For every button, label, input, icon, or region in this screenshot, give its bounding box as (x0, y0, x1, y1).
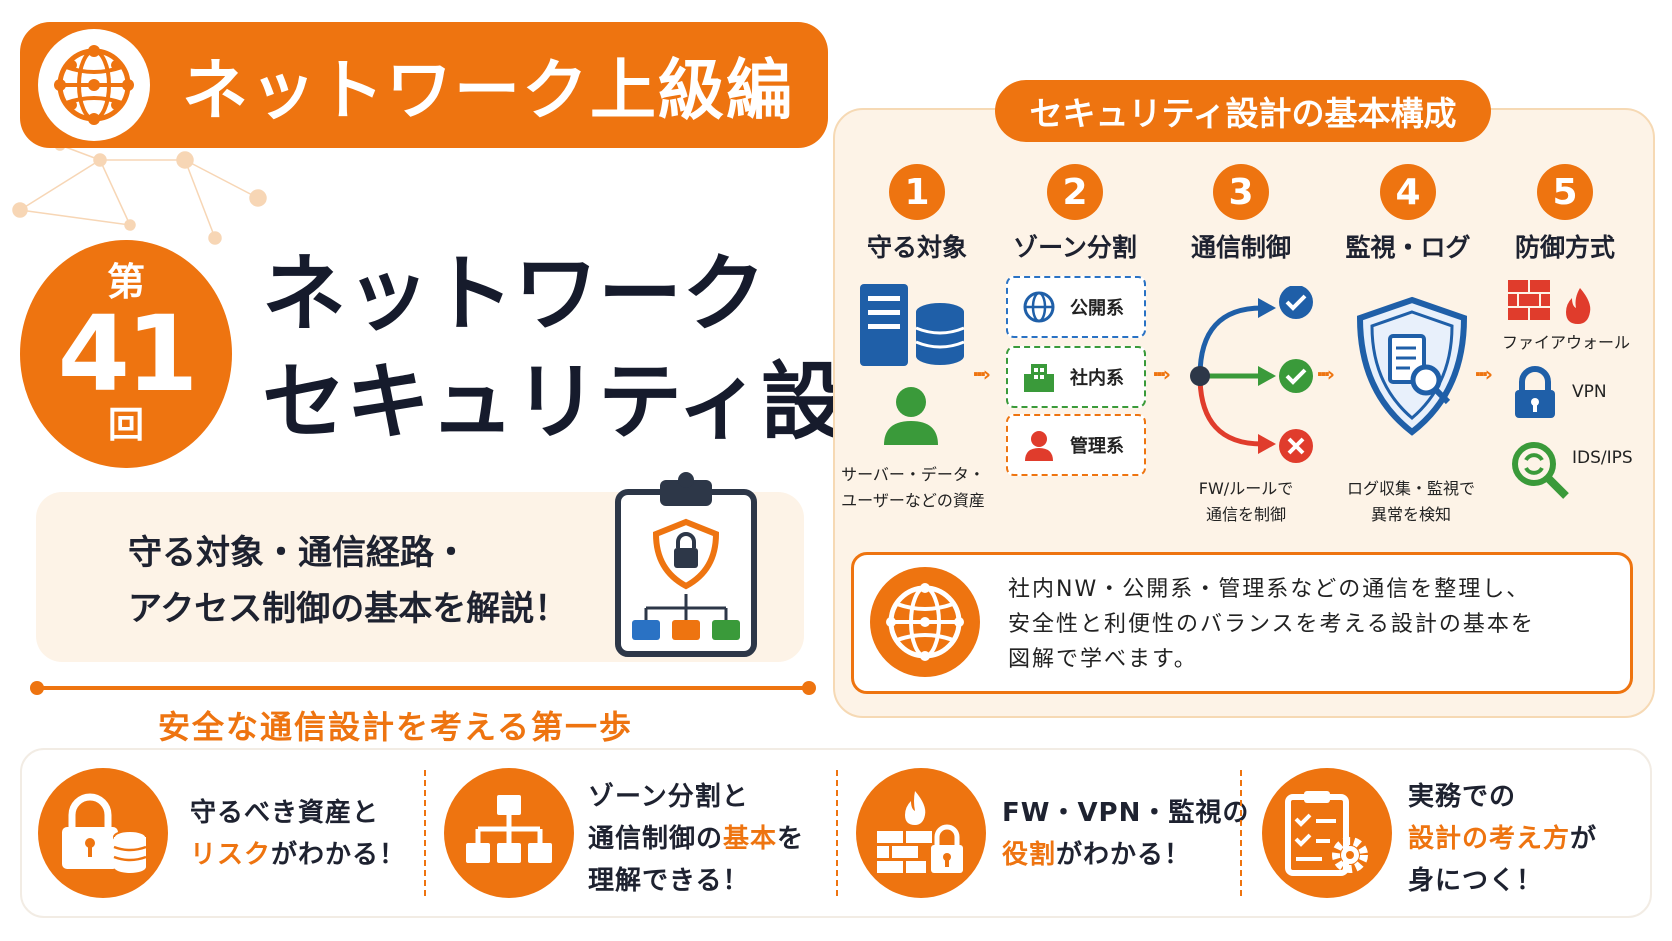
zone-internal-label: 社内系 (1070, 368, 1124, 389)
firewall-icon (1508, 280, 1591, 324)
control-caption: FW/ルールで 通信を制御 (1198, 479, 1294, 524)
episode-suffix: 回 (107, 405, 144, 446)
clipboard-shield-icon (615, 472, 757, 657)
divider-dot-right (802, 681, 816, 695)
flow-arrow-4: ···› (1474, 362, 1493, 386)
episode-prefix: 第 (106, 260, 145, 304)
zone-management: 管理系 (1006, 414, 1146, 476)
ids-ips-icon (1512, 442, 1569, 499)
step-label-1: 守る対象 (866, 233, 967, 262)
divider-dot-left (30, 681, 44, 695)
episode-number: 41 (57, 293, 199, 415)
globe-network-icon-summary (870, 567, 980, 677)
flow-arrow-3: ···› (1316, 362, 1335, 386)
firewall-lock-icon (856, 768, 986, 898)
step-number-5: 5 (1537, 164, 1593, 220)
step-number-3: 3 (1213, 164, 1269, 220)
subtitle-line1: 守る対象・通信経路・ (128, 533, 468, 573)
user-icon (884, 387, 938, 445)
benefit-1-text: 守るべき資産と リスクがわかる！ (190, 798, 407, 870)
benefit-separator-1 (424, 770, 426, 896)
network-decoration (12, 139, 267, 245)
vpn-label: VPN (1572, 382, 1607, 402)
zone-management-label: 管理系 (1070, 436, 1124, 457)
step-number-1: 1 (889, 164, 945, 220)
traffic-control-icon (1190, 286, 1313, 463)
benefit-separator-3 (1240, 770, 1242, 896)
benefit-2-text: ゾーン分割と 通信制御の基本を 理解できる！ (588, 782, 805, 896)
divider-line (36, 686, 808, 690)
shield-monitor-icon (1356, 296, 1468, 436)
building-icon (1024, 364, 1054, 392)
series-title: ネットワーク上級編 (182, 52, 794, 129)
main-title-line1: ネットワーク (262, 245, 767, 343)
subtitle-text: 守る対象・通信経路・ アクセス制御の基本を解説！ (128, 525, 568, 637)
episode-badge: 第 41 回 (20, 240, 232, 468)
checklist-gear-icon (1262, 768, 1392, 898)
zone-internal: 社内系 (1006, 346, 1146, 408)
series-banner: ネットワーク上級編 (20, 22, 828, 148)
main-title-line2: セキュリティ設計 (262, 353, 929, 451)
zone-public: 公開系 (1006, 276, 1146, 338)
subtitle-line2: アクセス制御の基本を解説！ (128, 589, 569, 629)
lock-database-icon (38, 768, 168, 898)
vpn-lock-icon (1515, 366, 1555, 418)
step-number-2: 2 (1047, 164, 1103, 220)
step-label-3: 通信制御 (1190, 233, 1291, 262)
benefit-3-text: FW・VPN・監視の 役割がわかる！ (1002, 798, 1250, 870)
summary-text: 社内NW・公開系・管理系などの通信を整理し、 安全性と利便性のバランスを考える設… (1008, 577, 1535, 672)
flow-arrow-2: ···› (1152, 362, 1171, 386)
tagline: 安全な通信設計を考える第一歩 (158, 708, 634, 746)
globe-icon (1023, 291, 1055, 323)
server-database-icon (860, 284, 965, 366)
step-label-5: 防御方式 (1514, 233, 1615, 262)
network-hierarchy-icon (444, 768, 574, 898)
admin-user-icon (1025, 431, 1053, 461)
monitor-caption: ログ収集・監視で 異常を検知 (1346, 479, 1475, 524)
flow-arrow-1: ···› (972, 362, 991, 386)
globe-network-icon (38, 29, 150, 141)
benefit-4-text: 実務での 設計の考え方が 身につく！ (1408, 782, 1598, 896)
zone-public-label: 公開系 (1070, 298, 1124, 319)
panel-title: セキュリティ設計の基本構成 (995, 80, 1491, 142)
assets-caption: サーバー・データ・ ユーザーなどの資産 (841, 465, 985, 510)
step-label-4: 監視・ログ (1345, 233, 1471, 262)
ids-ips-label: IDS/IPS (1572, 448, 1633, 468)
step-number-4: 4 (1380, 164, 1436, 220)
firewall-label: ファイアウォール (1502, 333, 1631, 352)
main-title: ネットワーク セキュリティ設計 (262, 240, 929, 456)
summary-box (851, 552, 1633, 694)
step-label-2: ゾーン分割 (1013, 233, 1137, 262)
benefit-separator-2 (836, 770, 838, 896)
